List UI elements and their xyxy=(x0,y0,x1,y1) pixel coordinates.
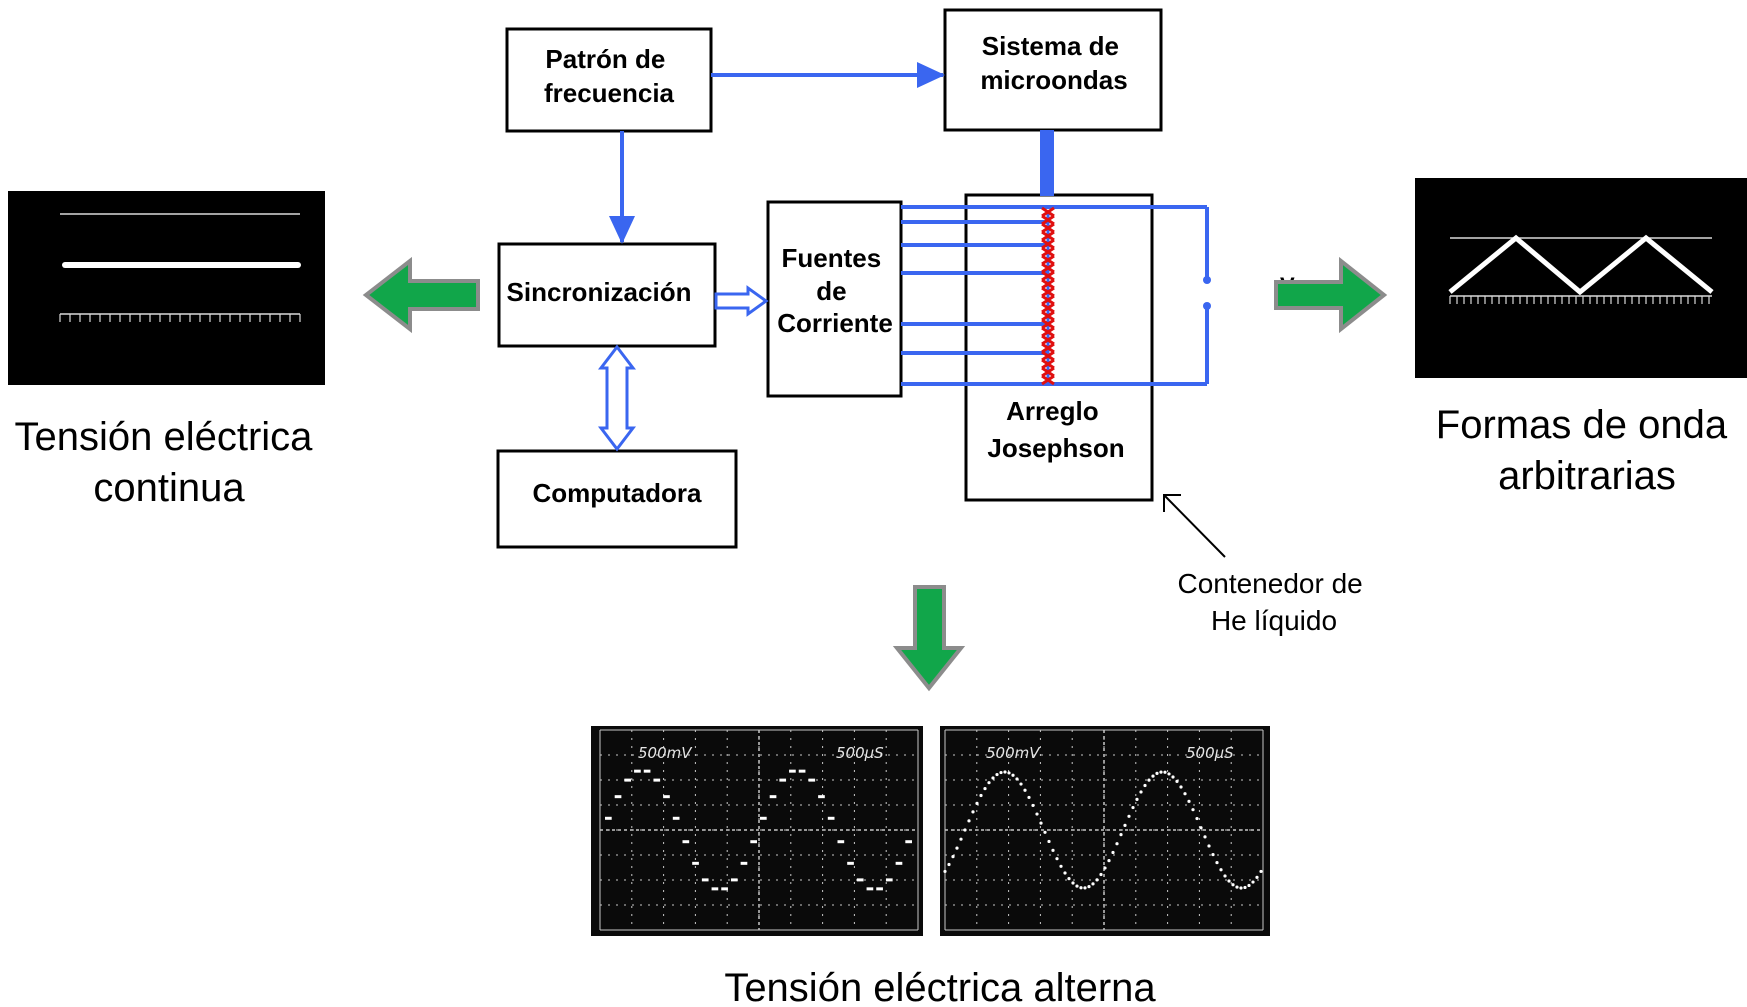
arbitrary-waveform-scope xyxy=(1415,178,1747,378)
junction-mark xyxy=(1041,366,1055,378)
junction-mark xyxy=(1041,270,1055,282)
synchronization-label: Sincronización xyxy=(507,277,692,307)
svg-text:Computadora: Computadora xyxy=(533,478,703,508)
current-sources-label-line2: de xyxy=(816,276,846,306)
junction-mark xyxy=(1041,350,1055,362)
junction-mark xyxy=(1041,318,1055,330)
junction-mark xyxy=(1041,206,1055,218)
green-arrow-right xyxy=(1274,256,1388,334)
dc-voltage-caption-line2: continua xyxy=(93,466,245,510)
svg-text:Patrón de frecuencia: Patrón de frecuencia xyxy=(544,44,675,108)
junction-mark xyxy=(1041,302,1055,314)
dc-voltage-scope xyxy=(8,191,325,385)
svg-text:Sincronización: Sincronización xyxy=(507,277,692,307)
computer-box xyxy=(496,449,738,549)
microwave-system-box xyxy=(943,8,1163,132)
junction-mark xyxy=(1041,294,1055,306)
green-arrow-down xyxy=(892,585,966,692)
arbitrary-caption-line1: Formas de onda xyxy=(1436,403,1728,447)
scope-left-time-label: 500µS xyxy=(836,744,884,762)
junction-mark xyxy=(1041,278,1055,290)
josephson-array-label-line2: Josephson xyxy=(987,433,1124,463)
container-label-line1: Contenedor de xyxy=(1177,568,1362,599)
scope-right-time-label: 500µS xyxy=(1186,744,1234,762)
junction-mark xyxy=(1041,326,1055,338)
output-terminal-top xyxy=(1203,276,1211,284)
frequency-standard-label-line2: frecuencia xyxy=(544,78,675,108)
josephson-array-label-line1: Arreglo xyxy=(1006,396,1098,426)
junction-mark xyxy=(1041,334,1055,346)
svg-text:Fuentes de Corriente: Fuentes de Corriente xyxy=(777,243,893,338)
sync-to-sources-hollow-arrow xyxy=(714,285,769,317)
junction-mark xyxy=(1041,254,1055,266)
junction-mark xyxy=(1041,214,1055,226)
svg-text:Contenedor de He líquido: Contenedor de He líquido xyxy=(1177,568,1370,636)
junction-mark xyxy=(1041,374,1055,386)
junction-mark xyxy=(1041,286,1055,298)
ac-sine-scope: 500mV 500µS xyxy=(940,726,1270,936)
bias-lines xyxy=(901,205,1209,386)
junction-mark xyxy=(1041,310,1055,322)
junction-mark xyxy=(1041,342,1055,354)
junction-mark xyxy=(1041,262,1055,274)
svg-text:Tensión eléctrica continua: Tensión eléctrica continua xyxy=(14,415,323,510)
arbitrary-caption-line2: arbitrarias xyxy=(1498,454,1676,498)
junction-mark xyxy=(1041,230,1055,242)
frequency-standard-box xyxy=(505,27,713,133)
josephson-junction-chain xyxy=(1041,206,1055,386)
junction-mark xyxy=(1041,246,1055,258)
svg-text:Tensión eléctrica alterna: Tensión eléctrica alterna xyxy=(724,966,1156,1007)
microwave-system-label-line2: microondas xyxy=(980,65,1127,95)
current-sources-label-line1: Fuentes xyxy=(782,243,882,273)
synchronization-box xyxy=(497,242,717,348)
sync-computer-hollow-arrow xyxy=(597,344,637,452)
container-label-line2: He líquido xyxy=(1211,605,1337,636)
junction-mark xyxy=(1041,238,1055,250)
scope-left-volts-label: 500mV xyxy=(638,744,693,762)
current-sources-label-line3: Corriente xyxy=(777,308,893,338)
junction-mark xyxy=(1041,222,1055,234)
output-terminal-bottom xyxy=(1203,302,1211,310)
container-pointer-arrow xyxy=(1163,494,1226,558)
scope-right-volts-label: 500mV xyxy=(986,744,1041,762)
microwave-feed-line xyxy=(1040,130,1054,196)
ac-voltage-caption: Tensión eléctrica alterna xyxy=(724,966,1156,1007)
frequency-standard-label-line1: Patrón de xyxy=(545,44,665,74)
svg-text:Formas de onda arbitrarias: Formas de onda arbitrarias xyxy=(1436,403,1738,498)
svg-text:Arreglo Josephson: Arreglo Josephson xyxy=(987,396,1124,463)
green-arrow-left xyxy=(362,256,480,334)
svg-text:Sistema de microondas: Sistema de microondas xyxy=(980,31,1127,95)
current-sources-box xyxy=(766,200,903,398)
dc-voltage-caption-line1: Tensión eléctrica xyxy=(14,415,313,459)
microwave-system-label-line1: Sistema de xyxy=(982,31,1119,61)
junction-mark xyxy=(1041,358,1055,370)
ac-stepped-scope: 500mV 500µS xyxy=(591,726,923,936)
computer-label: Computadora xyxy=(533,478,703,508)
